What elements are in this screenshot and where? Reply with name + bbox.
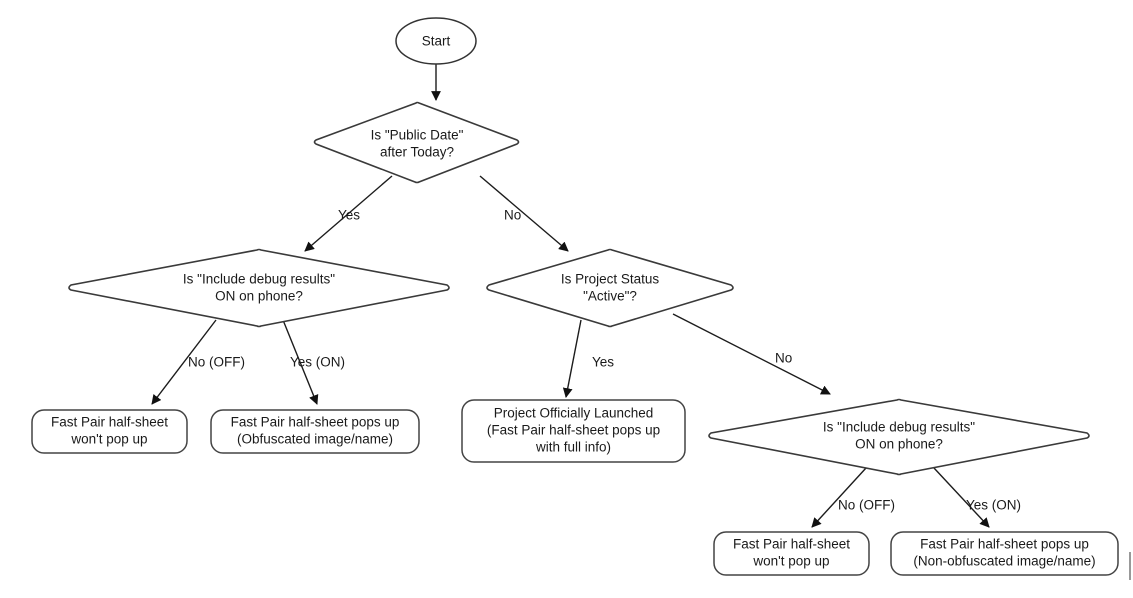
public-date-line2: after Today?	[380, 145, 454, 160]
terminal-right-off-line2: won't pop up	[752, 554, 829, 569]
edge-debug-left-off	[151, 319, 217, 405]
public-date-diamond[interactable]	[313, 101, 520, 184]
terminal-launched-line3: with full info)	[535, 440, 611, 455]
debug-right-line2: ON on phone?	[855, 437, 943, 452]
edge-debug-right-on	[933, 467, 990, 528]
debug-right-line1: Is "Include debug results"	[823, 420, 975, 435]
edge-project-status-yes	[562, 319, 582, 398]
edge-labels-layer: Yes No No (OFF) Yes (ON) Yes No No (OFF)…	[188, 208, 1021, 513]
edge-label-debug-right-off: No (OFF)	[838, 498, 895, 513]
terminal-launched-box[interactable]	[461, 399, 686, 463]
edge-debug-right-off	[811, 467, 867, 528]
node-decision-debug-left[interactable]: Is "Include debug results" ON on phone?	[68, 248, 450, 328]
project-status-line2: "Active"?	[583, 289, 637, 304]
terminal-left-on-line2: (Obfuscated image/name)	[237, 432, 393, 447]
edges-layer	[151, 58, 990, 528]
public-date-line1: Is "Public Date"	[371, 128, 464, 143]
node-decision-public-date[interactable]: Is "Public Date" after Today?	[313, 101, 520, 184]
terminal-right-on-line1: Fast Pair half-sheet pops up	[920, 537, 1089, 552]
debug-right-diamond[interactable]	[708, 398, 1090, 476]
edge-label-public-date-no: No	[504, 208, 521, 223]
edge-label-debug-left-off: No (OFF)	[188, 355, 245, 370]
edge-label-debug-right-on: Yes (ON)	[966, 498, 1021, 513]
edge-label-debug-left-on: Yes (ON)	[290, 355, 345, 370]
edge-label-project-status-no: No	[775, 351, 792, 366]
edge-label-project-status-yes: Yes	[592, 355, 614, 370]
terminal-left-off-line2: won't pop up	[70, 432, 147, 447]
terminal-left-on-box[interactable]	[210, 409, 420, 454]
terminal-right-off-box[interactable]	[713, 531, 870, 576]
start-ellipse[interactable]	[395, 17, 477, 65]
project-status-diamond[interactable]	[486, 248, 734, 328]
terminal-launched-line2: (Fast Pair half-sheet pops up	[487, 423, 660, 438]
start-label: Start	[422, 34, 451, 49]
edge-project-status-no	[672, 313, 831, 395]
node-terminal-left-on[interactable]: Fast Pair half-sheet pops up (Obfuscated…	[210, 409, 420, 454]
debug-left-diamond[interactable]	[68, 248, 450, 328]
debug-left-line1: Is "Include debug results"	[183, 272, 335, 287]
node-start[interactable]: Start	[395, 17, 477, 65]
node-terminal-left-off[interactable]: Fast Pair half-sheet won't pop up	[31, 409, 188, 454]
terminal-right-off-line1: Fast Pair half-sheet	[733, 537, 850, 552]
project-status-line1: Is Project Status	[561, 272, 660, 287]
terminal-left-off-box[interactable]	[31, 409, 188, 454]
node-decision-project-status[interactable]: Is Project Status "Active"?	[486, 248, 734, 328]
node-terminal-launched[interactable]: Project Officially Launched (Fast Pair h…	[461, 399, 686, 463]
node-terminal-right-off[interactable]: Fast Pair half-sheet won't pop up	[713, 531, 870, 576]
node-terminal-right-on[interactable]: Fast Pair half-sheet pops up (Non-obfusc…	[890, 531, 1119, 576]
edge-debug-left-on	[282, 319, 319, 405]
debug-left-line2: ON on phone?	[215, 289, 303, 304]
terminal-right-on-box[interactable]	[890, 531, 1119, 576]
edge-public-date-no	[479, 175, 569, 252]
terminal-left-off-line1: Fast Pair half-sheet	[51, 415, 168, 430]
edge-label-public-date-yes: Yes	[338, 208, 360, 223]
terminal-launched-line1: Project Officially Launched	[494, 406, 654, 421]
node-decision-debug-right[interactable]: Is "Include debug results" ON on phone?	[708, 398, 1090, 476]
terminal-left-on-line1: Fast Pair half-sheet pops up	[231, 415, 400, 430]
edge-public-date-yes	[304, 175, 393, 252]
terminal-right-on-line2: (Non-obfuscated image/name)	[913, 554, 1095, 569]
